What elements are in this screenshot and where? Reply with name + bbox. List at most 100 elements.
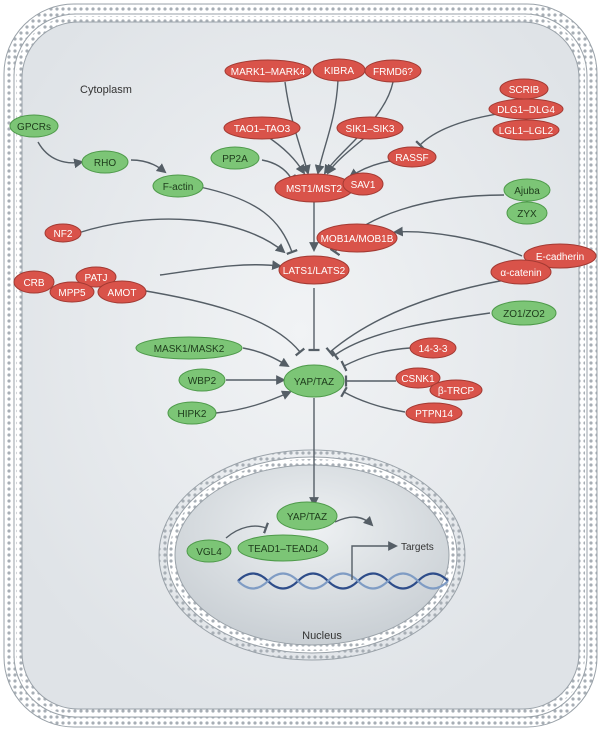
svg-text:LGL1–LGL2: LGL1–LGL2: [499, 126, 554, 137]
edge-amot-lats: [159, 260, 282, 276]
edge-acat-yap: [325, 279, 506, 358]
dna-helix: [237, 572, 449, 590]
svg-text:GPCRs: GPCRs: [17, 122, 51, 133]
edge-factin-lats: [199, 186, 298, 256]
svg-text:MST1/MST2: MST1/MST2: [286, 184, 343, 195]
node-lgl[interactable]: LGL1–LGL2: [492, 119, 560, 141]
svg-text:YAP/TAZ: YAP/TAZ: [294, 377, 334, 388]
node-nuclear-yap[interactable]: YAP/TAZ: [276, 501, 338, 531]
node-tead[interactable]: TEAD1–TEAD4: [237, 534, 329, 562]
nodes: MARK1–MARK4 KIBRA FRMD6? SCRIB DLG1–DLG4…: [9, 58, 597, 563]
svg-text:PATJ: PATJ: [85, 273, 108, 284]
svg-text:DLG1–DLG4: DLG1–DLG4: [497, 105, 555, 116]
node-mst[interactable]: MST1/MST2: [274, 173, 354, 203]
node-dlg[interactable]: DLG1–DLG4: [488, 98, 564, 120]
edge-ecad-mob: [393, 226, 523, 257]
node-yap[interactable]: YAP/TAZ: [283, 364, 345, 398]
svg-text:14-3-3: 14-3-3: [419, 344, 448, 355]
node-mask[interactable]: MASK1/MASK2: [135, 336, 243, 360]
node-sav1[interactable]: SAV1: [342, 172, 384, 196]
svg-text:α-catenin: α-catenin: [500, 268, 541, 279]
svg-text:SIK1–SIK3: SIK1–SIK3: [346, 124, 395, 135]
node-zo[interactable]: ZO1/ZO2: [491, 300, 557, 326]
node-hipk2[interactable]: HIPK2: [167, 401, 217, 425]
svg-text:FRMD6?: FRMD6?: [373, 67, 413, 78]
edge-gpcrs-rho: [37, 141, 84, 169]
edge-hipk2-yap: [215, 390, 292, 414]
svg-text:PTPN14: PTPN14: [415, 409, 453, 420]
node-ecad[interactable]: E-cadherin: [523, 243, 597, 269]
svg-text:SCRIB: SCRIB: [509, 85, 540, 96]
edge-1433-yap: [340, 347, 411, 372]
edge-nf2-lats: [77, 218, 286, 254]
edge-mask-yap: [242, 347, 290, 368]
node-scrib[interactable]: SCRIB: [499, 78, 549, 100]
svg-text:E-cadherin: E-cadherin: [536, 252, 584, 263]
svg-text:VGL4: VGL4: [196, 547, 222, 558]
svg-text:PP2A: PP2A: [222, 154, 248, 165]
node-kibra[interactable]: KIBRA: [312, 58, 366, 82]
svg-text:MASK1/MASK2: MASK1/MASK2: [154, 344, 225, 355]
node-crb[interactable]: CRB: [13, 270, 55, 294]
node-rassf[interactable]: RASSF: [387, 146, 437, 168]
nucleus-label: Nucleus: [302, 630, 342, 642]
svg-text:HIPK2: HIPK2: [178, 409, 207, 420]
node-gpcrs[interactable]: GPCRs: [9, 114, 59, 138]
svg-text:F-actin: F-actin: [163, 182, 194, 193]
edge-pp2a-mst: [261, 159, 297, 182]
node-mob[interactable]: MOB1A/MOB1B: [316, 223, 398, 253]
svg-text:RASSF: RASSF: [395, 153, 428, 164]
node-ptpn14[interactable]: PTPN14: [405, 402, 463, 424]
node-csnk[interactable]: CSNK1: [395, 367, 441, 389]
svg-text:LATS1/LATS2: LATS1/LATS2: [283, 266, 346, 277]
node-btrcp[interactable]: β-TRCP: [429, 379, 483, 401]
cytoplasm-label: Cytoplasm: [80, 84, 132, 96]
node-ajuba[interactable]: Ajuba: [503, 178, 551, 202]
edge-yap-targets: [334, 515, 374, 527]
edge-zo-yap: [330, 312, 491, 361]
node-frmd6[interactable]: FRMD6?: [364, 59, 422, 83]
node-nf2[interactable]: NF2: [44, 223, 82, 243]
svg-text:MOB1A/MOB1B: MOB1A/MOB1B: [321, 234, 394, 245]
node-sik[interactable]: SIK1–SIK3: [336, 116, 404, 140]
svg-text:β-TRCP: β-TRCP: [438, 386, 475, 397]
node-rho[interactable]: RHO: [81, 150, 129, 174]
edge-tead-targets: [351, 541, 398, 580]
node-factin[interactable]: F-actin: [152, 174, 204, 198]
node-amot[interactable]: AMOT: [97, 280, 147, 304]
node-lats[interactable]: LATS1/LATS2: [278, 255, 350, 285]
targets-label: Targets: [401, 542, 434, 553]
edge-kibra-mst: [314, 79, 339, 175]
node-pp2a[interactable]: PP2A: [210, 146, 260, 170]
node-mpp5[interactable]: MPP5: [49, 281, 95, 303]
svg-text:ZO1/ZO2: ZO1/ZO2: [503, 309, 545, 320]
node-tao[interactable]: TAO1–TAO3: [223, 116, 301, 140]
svg-text:ZYX: ZYX: [517, 209, 537, 220]
svg-text:CRB: CRB: [23, 278, 44, 289]
svg-text:Ajuba: Ajuba: [514, 186, 540, 197]
node-1433[interactable]: 14-3-3: [409, 337, 457, 359]
svg-text:NF2: NF2: [54, 229, 73, 240]
node-acat[interactable]: α-catenin: [490, 259, 552, 285]
edge-vgl4-tead: [225, 522, 269, 539]
edge-ptpn14-yap: [340, 386, 406, 413]
node-zyx[interactable]: ZYX: [506, 201, 548, 225]
edge-rho-factin: [130, 159, 167, 174]
node-vgl4[interactable]: VGL4: [186, 539, 232, 563]
node-mark[interactable]: MARK1–MARK4: [224, 59, 312, 83]
node-wbp2[interactable]: WBP2: [178, 368, 226, 392]
svg-text:RHO: RHO: [94, 158, 116, 169]
svg-text:TAO1–TAO3: TAO1–TAO3: [234, 124, 291, 135]
svg-text:AMOT: AMOT: [108, 288, 137, 299]
svg-text:MARK1–MARK4: MARK1–MARK4: [231, 67, 306, 78]
svg-text:SAV1: SAV1: [351, 180, 376, 191]
svg-text:MPP5: MPP5: [58, 288, 86, 299]
edge-amot-yap: [139, 289, 306, 357]
svg-text:WBP2: WBP2: [188, 376, 217, 387]
edges: [37, 79, 526, 580]
svg-text:YAP/TAZ: YAP/TAZ: [287, 512, 327, 523]
node-patj[interactable]: PATJ: [75, 266, 117, 288]
svg-text:CSNK1: CSNK1: [401, 374, 435, 385]
